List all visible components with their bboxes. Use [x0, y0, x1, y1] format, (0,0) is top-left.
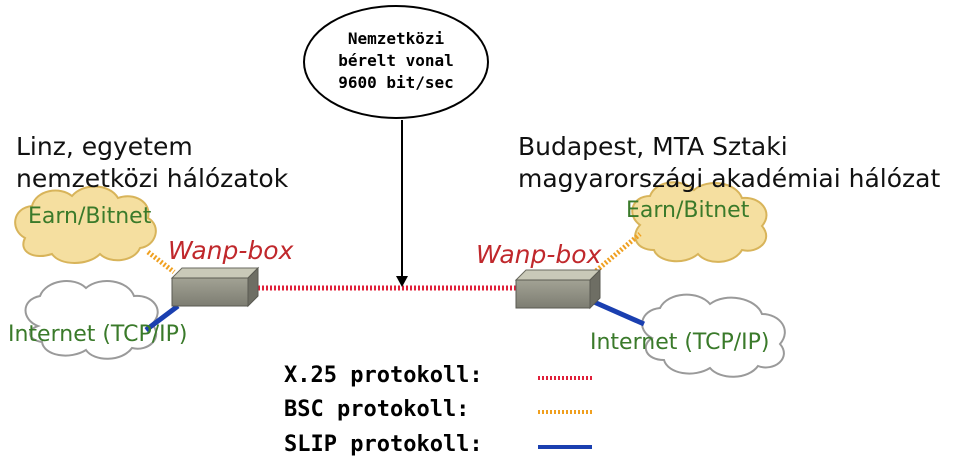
left-internet-label: Internet (TCP/IP): [8, 322, 188, 347]
callout-ellipse: [303, 5, 489, 119]
left-location-title: Linz, egyetem: [16, 132, 193, 161]
right-internet-cloud-icon: [641, 293, 786, 378]
left-slip-link: [144, 304, 180, 332]
callout-line-1: Nemzetközi: [347, 29, 445, 48]
right-bsc-link: [588, 232, 642, 278]
right-earn-cloud-icon: [631, 181, 768, 263]
callout-line-3: 9600 bit/sec: [338, 73, 454, 92]
left-wanp-box-icon: [170, 266, 260, 308]
right-wanp-box-icon: [514, 268, 602, 310]
callout-line-2: bérelt vonal: [338, 51, 454, 70]
left-earn-label: Earn/Bitnet: [28, 204, 152, 229]
legend-bsc-label: BSC protokoll:: [284, 397, 470, 422]
right-location-subtitle: magyarországi akadémiai hálózat: [518, 164, 941, 193]
legend-slip-label: SLIP protokoll:: [284, 432, 483, 457]
left-location-subtitle: nemzetközi hálózatok: [16, 164, 289, 193]
legend-x25-label: X.25 protokoll:: [284, 363, 483, 388]
left-internet-cloud-icon: [24, 280, 159, 360]
left-bsc-link: [146, 250, 176, 274]
right-slip-link: [592, 299, 646, 327]
left-device-label: Wanp-box: [168, 236, 294, 265]
callout-text: Nemzetközi bérelt vonal 9600 bit/sec: [322, 28, 470, 94]
right-internet-label: Internet (TCP/IP): [590, 330, 770, 355]
left-earn-cloud-icon: [14, 185, 157, 264]
right-location-title: Budapest, MTA Sztaki: [518, 132, 788, 161]
right-earn-label: Earn/Bitnet: [626, 198, 750, 223]
callout-arrow-head-icon: [396, 276, 408, 287]
right-device-label: Wanp-box: [476, 240, 602, 269]
